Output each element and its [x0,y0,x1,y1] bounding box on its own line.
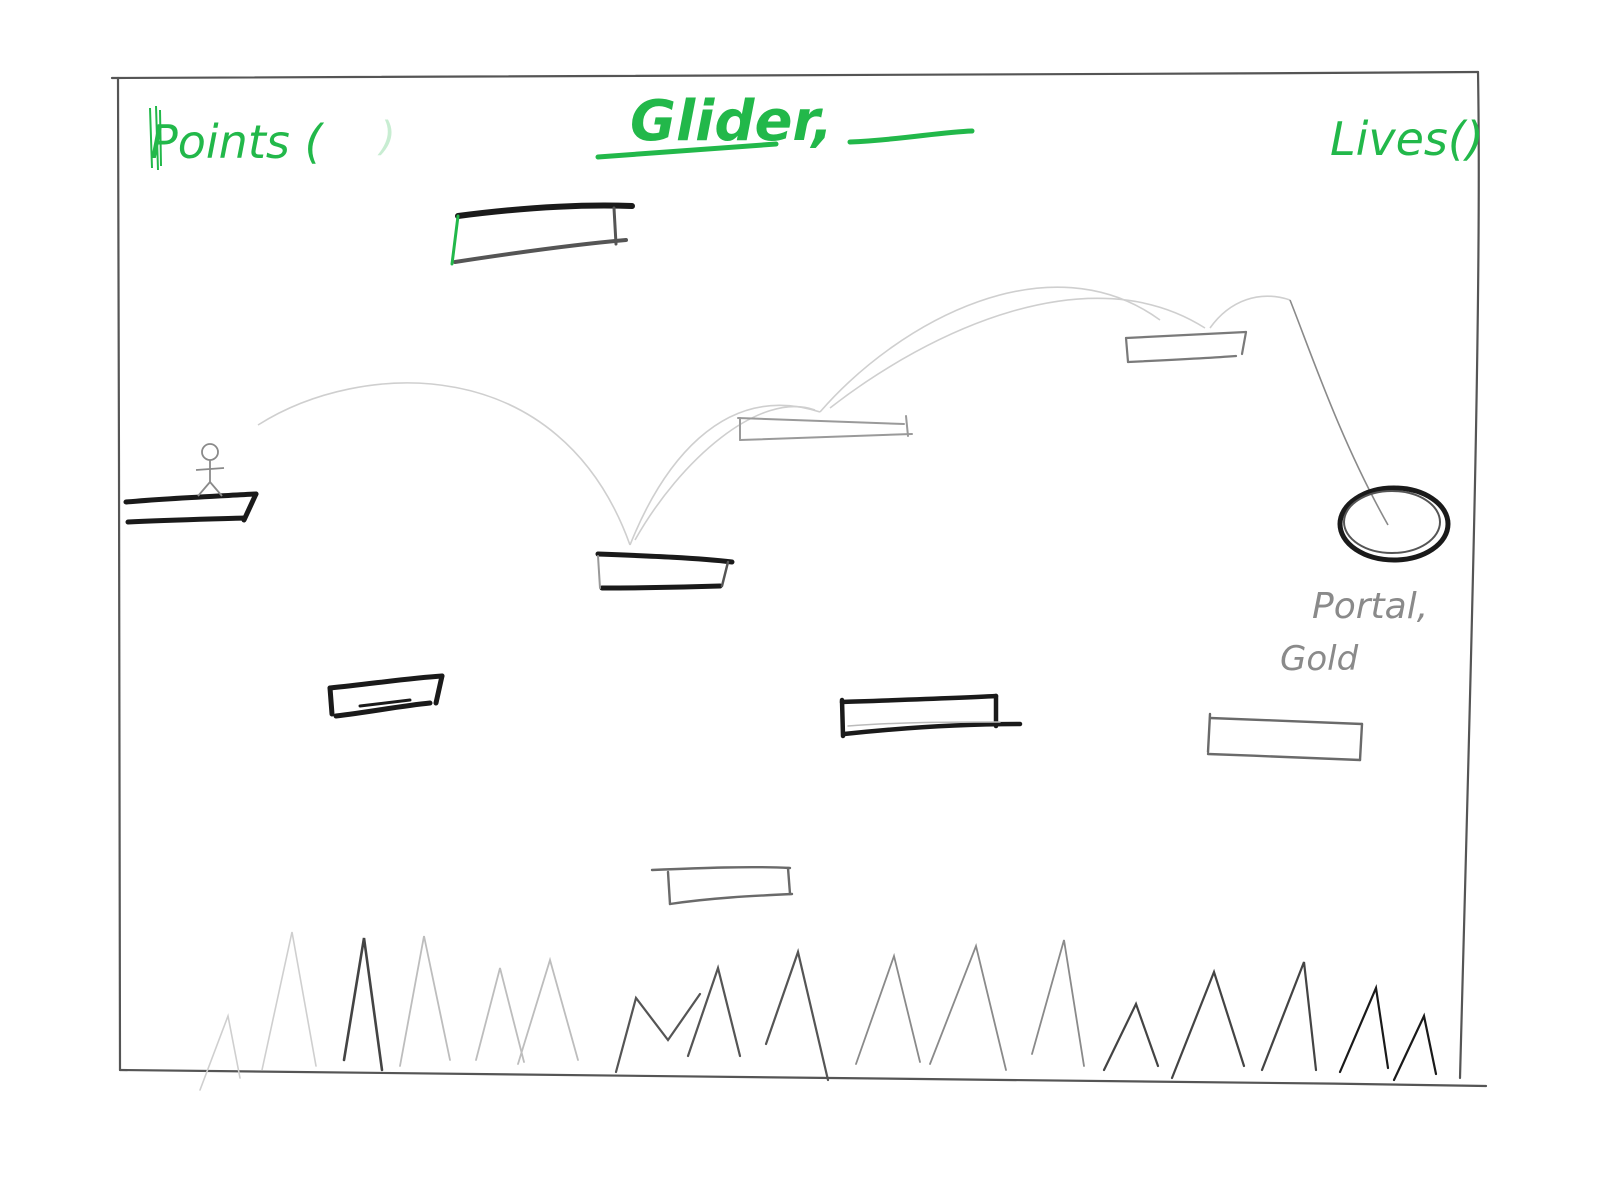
points-close: ) [377,114,396,160]
spike-icon [855,939,1085,1071]
hud-bar: Points ( ) Glider, Lives() [149,89,1484,171]
spike-icon [614,948,830,1082]
game-title: Glider, [630,89,833,154]
spike-icon [1338,984,1438,1082]
title-area: Glider, [595,89,975,160]
spike-icon [399,935,579,1067]
name-blank-line [847,128,975,145]
spike-icon [1102,961,1318,1080]
points-label: Points ( [150,115,324,169]
player [195,443,225,497]
jump-trajectories [257,286,1389,546]
platform [737,415,913,441]
platform [595,551,735,591]
spike-icon [199,931,317,1091]
platform [839,693,1023,739]
lives-label: Lives() [1330,112,1484,166]
platform [1206,712,1364,762]
platform [450,202,635,266]
portal-note-line2: Gold [1280,639,1359,679]
portal [1337,485,1451,563]
points-counter: Points ( ) [149,105,396,171]
stick-figure-icon [195,443,225,497]
portal-note-line1: Portal, [1312,586,1428,627]
platforms [327,202,1364,906]
game-frame [110,70,1488,1088]
spike-row [199,931,1438,1091]
platform [1124,330,1248,364]
platform [650,865,794,906]
title-underline [595,141,779,160]
platform [327,673,445,719]
lives-counter: Lives() [1330,112,1484,166]
start-platform [123,491,259,525]
spike-icon [342,937,384,1072]
portal-ring-icon [1337,485,1451,563]
